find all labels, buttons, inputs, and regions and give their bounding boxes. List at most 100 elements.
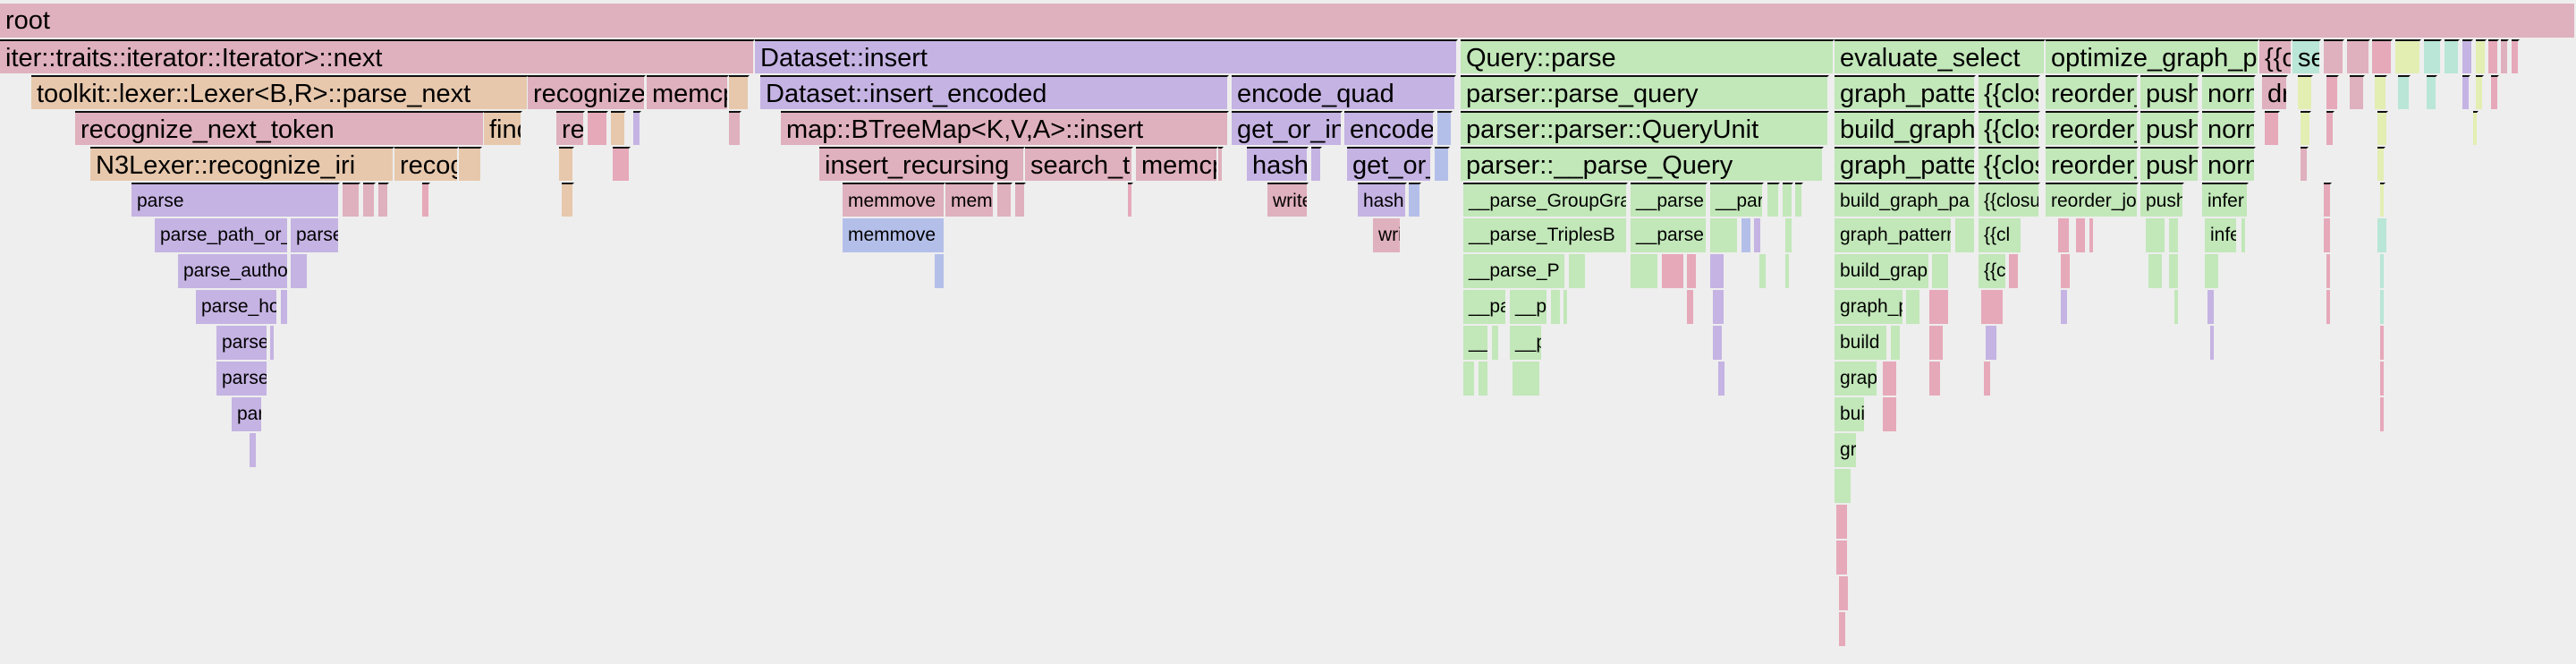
flame-frame[interactable]: {{cl: [2259, 39, 2292, 73]
flame-frame[interactable]: norma: [2202, 111, 2256, 145]
flame-frame[interactable]: get_or_inter: [1232, 111, 1343, 145]
flame-frame[interactable]: push_: [2140, 147, 2199, 181]
flame-frame[interactable]: [1479, 362, 1489, 396]
flame-frame[interactable]: [1687, 290, 1695, 324]
flame-frame[interactable]: encode_quad: [1232, 75, 1456, 109]
flame-frame[interactable]: [1836, 541, 1849, 575]
flame-frame[interactable]: [1986, 326, 1998, 360]
flame-frame[interactable]: infe: [2205, 218, 2238, 252]
flame-frame[interactable]: [1741, 218, 1752, 252]
flame-frame[interactable]: [1929, 290, 1950, 324]
flame-frame[interactable]: parse_host: [196, 290, 278, 324]
flame-frame[interactable]: [2424, 39, 2442, 73]
flame-frame[interactable]: __parse_TriplesB: [1463, 218, 1628, 252]
flame-frame[interactable]: recognize_ne: [528, 75, 646, 109]
flame-frame[interactable]: [2265, 111, 2280, 145]
flame-frame[interactable]: [2380, 183, 2385, 217]
flame-frame[interactable]: memmove: [843, 218, 945, 252]
flame-frame[interactable]: memmove: [843, 183, 945, 217]
flame-frame[interactable]: [613, 147, 631, 181]
flame-frame[interactable]: map::BTreeMap<K,V,A>::insert: [781, 111, 1229, 145]
flame-frame[interactable]: [2462, 75, 2470, 109]
flame-frame[interactable]: parse_: [291, 218, 340, 252]
flame-frame[interactable]: push_: [2140, 183, 2184, 217]
flame-frame[interactable]: wri: [1373, 218, 1402, 252]
flame-frame[interactable]: [611, 111, 626, 145]
flame-frame[interactable]: [459, 147, 482, 181]
flame-frame[interactable]: [1783, 183, 1793, 217]
flame-frame[interactable]: [1713, 290, 1725, 324]
flame-frame[interactable]: parse: [131, 183, 340, 217]
flame-frame[interactable]: [2058, 218, 2071, 252]
flame-frame[interactable]: [2445, 39, 2460, 73]
flame-frame[interactable]: find: [484, 111, 522, 145]
flame-frame[interactable]: [1883, 362, 1898, 396]
flame-frame[interactable]: [2207, 290, 2216, 324]
flame-frame[interactable]: [1563, 290, 1569, 324]
flame-frame[interactable]: [2377, 147, 2385, 181]
flame-frame[interactable]: {{closu: [1979, 75, 2040, 109]
flame-frame[interactable]: [1631, 254, 1659, 288]
flame-frame[interactable]: __parse: [1631, 183, 1707, 217]
flame-frame[interactable]: insert_recursing: [819, 147, 1025, 181]
flame-frame[interactable]: [935, 254, 945, 288]
flame-frame[interactable]: N3Lexer::recognize_iri: [90, 147, 394, 181]
flame-frame[interactable]: reorder_jo: [2046, 111, 2139, 145]
flame-frame[interactable]: [2009, 254, 2020, 288]
flame-frame[interactable]: [2462, 39, 2473, 73]
flame-frame[interactable]: [2169, 218, 2180, 252]
flame-frame[interactable]: [2372, 39, 2393, 73]
flame-frame[interactable]: [1839, 612, 1847, 646]
flame-frame[interactable]: __p: [1463, 326, 1489, 360]
flame-frame[interactable]: [588, 111, 608, 145]
flame-frame[interactable]: [2491, 75, 2499, 109]
flame-frame[interactable]: __parse: [1631, 218, 1707, 252]
flame-frame[interactable]: [2473, 111, 2479, 145]
flame-frame[interactable]: [2174, 290, 2180, 324]
flame-frame[interactable]: [1710, 254, 1725, 288]
flame-frame[interactable]: [2380, 290, 2385, 324]
flame-frame[interactable]: [422, 183, 430, 217]
flame-frame[interactable]: [2241, 218, 2247, 252]
flame-frame[interactable]: [1767, 183, 1780, 217]
flame-frame[interactable]: [1754, 218, 1762, 252]
flame-frame[interactable]: {{closu: [1979, 183, 2040, 217]
flame-frame[interactable]: graph_p: [1835, 290, 1904, 324]
flame-frame[interactable]: [1929, 362, 1942, 396]
flame-frame[interactable]: push_: [2140, 111, 2199, 145]
flame-frame[interactable]: memcpy: [1136, 147, 1218, 181]
flame-frame[interactable]: [1218, 147, 1224, 181]
flame-frame[interactable]: [1710, 218, 1739, 252]
flame-frame[interactable]: [363, 183, 376, 217]
flame-frame[interactable]: [1955, 218, 1976, 252]
flame-frame[interactable]: [2501, 39, 2509, 73]
flame-frame[interactable]: __par: [1710, 183, 1764, 217]
flame-frame[interactable]: infer: [2202, 183, 2249, 217]
flame-frame[interactable]: [997, 183, 1013, 217]
flame-frame[interactable]: root: [0, 4, 2576, 38]
flame-frame[interactable]: [1785, 254, 1791, 288]
flame-frame[interactable]: graph_pattern_e: [1835, 75, 1976, 109]
flame-frame[interactable]: [729, 111, 741, 145]
flame-frame[interactable]: [559, 147, 574, 181]
flame-frame[interactable]: evaluate_select: [1835, 39, 2046, 73]
flame-frame[interactable]: [2324, 218, 2332, 252]
flame-frame[interactable]: graph_patterr: [1835, 218, 1953, 252]
flame-frame[interactable]: {{cl: [1979, 218, 2022, 252]
flame-frame[interactable]: norma: [2202, 75, 2256, 109]
flame-frame[interactable]: parser::__parse_Query: [1461, 147, 1824, 181]
flame-frame[interactable]: [1551, 290, 1562, 324]
flame-frame[interactable]: [1835, 469, 1852, 503]
flame-frame[interactable]: parse_: [216, 326, 268, 360]
flame-frame[interactable]: build_grap: [1835, 254, 1930, 288]
flame-frame[interactable]: __parse_GroupGraph: [1463, 183, 1628, 217]
flame-frame[interactable]: build_graph_patt: [1835, 111, 1976, 145]
flame-frame[interactable]: [1662, 254, 1685, 288]
flame-frame[interactable]: grapl: [1835, 362, 1878, 396]
flame-frame[interactable]: toolkit::lexer::Lexer<B,R>::parse_next: [31, 75, 529, 109]
flame-frame[interactable]: [633, 111, 641, 145]
flame-frame[interactable]: [2350, 75, 2365, 109]
flame-frame[interactable]: [2476, 75, 2484, 109]
flame-frame[interactable]: [1795, 183, 1803, 217]
flame-frame[interactable]: build_graph_pa: [1835, 183, 1976, 217]
